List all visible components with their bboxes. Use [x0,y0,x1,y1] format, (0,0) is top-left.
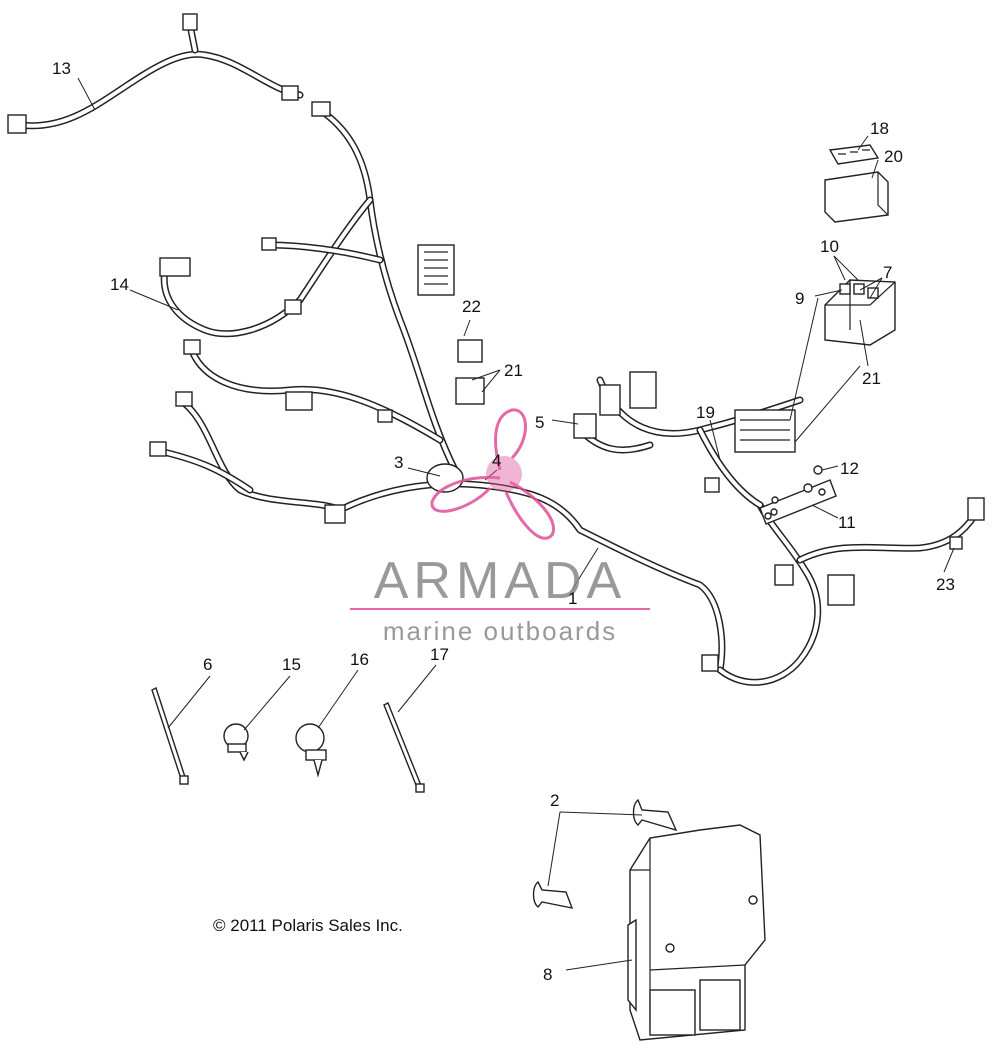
watermark-brand: ARMADA [374,552,626,610]
copyright-notice: © 2011 Polaris Sales Inc. [213,916,403,935]
callout-21-upper: 21 [504,361,523,380]
callout-19: 19 [696,403,715,422]
leader-lines [77,77,955,971]
watermark-propeller-logo [430,408,555,540]
callout-12: 12 [840,459,859,478]
callout-7: 7 [883,263,892,282]
ecu-module [532,798,766,1041]
callout-23: 23 [936,575,955,594]
callout-13: 13 [52,59,71,78]
main-harness [16,21,979,686]
callout-11: 11 [838,513,856,532]
callout-22: 22 [462,297,481,316]
callout-10: 10 [820,237,839,256]
watermark: ARMADA marine outboards [350,408,650,646]
callout-17: 17 [430,645,449,664]
callout-1: 1 [568,589,577,608]
callout-18: 18 [870,119,889,138]
callout-21-right: 21 [862,369,881,388]
callout-9: 9 [795,289,804,308]
callout-5: 5 [535,413,544,432]
cable-ties-and-clips [151,687,425,793]
callout-14: 14 [110,275,129,294]
callout-4: 4 [492,451,501,470]
watermark-propeller-hub [486,456,522,492]
watermark-tagline: marine outboards [383,616,617,646]
callout-labels: 1 2 3 4 5 6 7 8 9 10 11 12 13 14 15 16 1… [52,59,955,984]
callout-15: 15 [282,655,301,674]
callout-20: 20 [884,147,903,166]
callout-8: 8 [543,965,552,984]
callout-6: 6 [203,655,212,674]
harness-connectors [7,13,985,672]
callout-3: 3 [394,453,403,472]
callout-16: 16 [350,650,369,669]
callout-2: 2 [550,791,559,810]
